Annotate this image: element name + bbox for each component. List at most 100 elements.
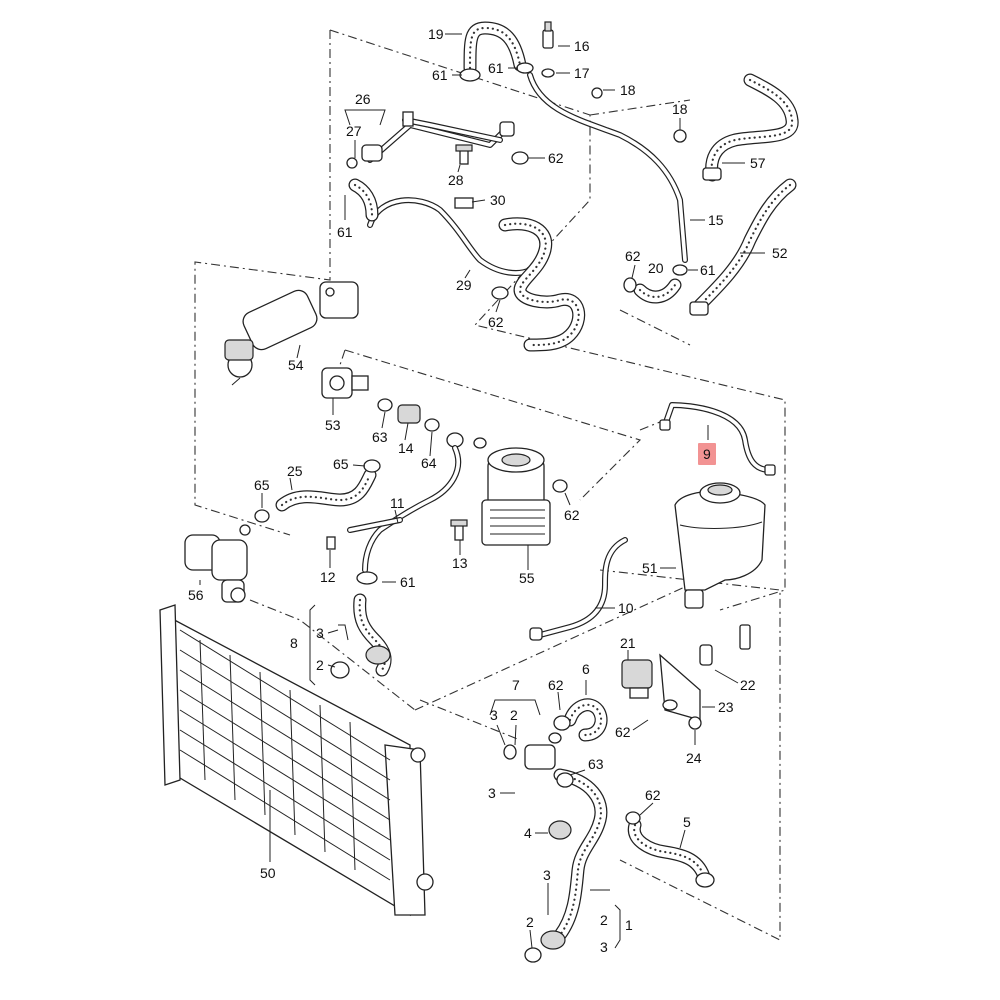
callout-52: 52: [772, 245, 788, 261]
clamp-62-oil-cooler: [552, 479, 568, 493]
callout-62: 62: [488, 314, 504, 330]
expansion-tank-51: [674, 482, 766, 609]
oil-filter-cooler-55: [481, 447, 551, 546]
o-ring-17: [541, 68, 555, 78]
bolt-13: [450, 519, 468, 541]
callout-4: 4: [524, 825, 532, 841]
sensor-21: [621, 659, 653, 699]
clamp-61-top-right: [516, 62, 534, 74]
pipe-10: [529, 537, 628, 641]
clamp-4: [548, 820, 572, 840]
callout-29: 29: [456, 277, 472, 293]
callout-22: 22: [740, 677, 756, 693]
callout-55: 55: [519, 570, 535, 586]
callout-28: 28: [448, 172, 464, 188]
callout-20: 20: [648, 260, 664, 276]
callout-16: 16: [574, 38, 590, 54]
callout-14: 14: [398, 440, 414, 456]
hose-9: [659, 402, 776, 476]
hose-25: [275, 459, 381, 512]
callout-50: 50: [260, 865, 276, 881]
callout-62: 62: [564, 507, 580, 523]
hose-19: [463, 21, 527, 75]
connector-14: [397, 404, 421, 424]
callout-9: 9: [703, 446, 711, 462]
callout-15: 15: [708, 212, 724, 228]
callout-63: 63: [372, 429, 388, 445]
hose-6: [553, 698, 608, 742]
callout-3: 3: [488, 785, 496, 801]
callout-3: 3: [600, 939, 608, 955]
pipe-assembly-26: [361, 111, 515, 163]
hose-20: [623, 264, 688, 304]
callout-62: 62: [548, 677, 564, 693]
callout-62: 62: [615, 724, 631, 740]
callout-27: 27: [346, 123, 362, 139]
pipe-11: [347, 445, 462, 585]
callout-2: 2: [600, 912, 608, 928]
callout-3: 3: [316, 625, 324, 641]
callout-61: 61: [488, 60, 504, 76]
bracket-23: [659, 653, 701, 721]
clamp-63-upper: [377, 398, 393, 412]
nut-24: [688, 716, 702, 730]
seal-27: [346, 157, 358, 169]
hose-center: [491, 217, 586, 352]
callout-1: 1: [625, 917, 633, 933]
callout-63: 63: [588, 756, 604, 772]
callout-2: 2: [526, 914, 534, 930]
callout-56: 56: [188, 587, 204, 603]
bolt-28: [455, 144, 473, 165]
callout-54: 54: [288, 357, 304, 373]
callout-62: 62: [645, 787, 661, 803]
callout-5: 5: [683, 814, 691, 830]
callout-7: 7: [512, 677, 520, 693]
callout-12: 12: [320, 569, 336, 585]
callout-19: 19: [428, 26, 444, 42]
radiator-50: [159, 604, 434, 917]
hose-29: [348, 178, 533, 276]
callout-17: 17: [574, 65, 590, 81]
callout-6: 6: [582, 661, 590, 677]
callout-64: 64: [421, 455, 437, 471]
hose-1: [524, 768, 608, 963]
callout-18: 18: [672, 101, 688, 117]
egr-cooler-54: [224, 281, 359, 386]
callout-61: 61: [337, 224, 353, 240]
bolt-12: [326, 536, 336, 550]
callout-26: 26: [355, 91, 371, 107]
callout-labels: 19 16 61 61 17 18 18 26 27 62 57 28 30 1…: [188, 26, 788, 955]
hose-8: [330, 593, 392, 679]
clamp-61-top-left: [459, 68, 481, 82]
hose-57-upper: [702, 73, 799, 182]
callout-8: 8: [290, 635, 298, 651]
callout-61: 61: [700, 262, 716, 278]
callout-3: 3: [490, 707, 498, 723]
coolant-pipe-15: [527, 72, 688, 263]
callout-13: 13: [452, 555, 468, 571]
callout-10: 10: [618, 600, 634, 616]
housing-56: [184, 509, 270, 603]
bolt-22: [699, 624, 751, 666]
callout-65: 65: [333, 456, 349, 472]
callout-61: 61: [432, 67, 448, 83]
leader-lines: [199, 33, 765, 949]
callout-65: 65: [254, 477, 270, 493]
callout-2: 2: [316, 657, 324, 673]
callout-2: 2: [510, 707, 518, 723]
hose-5: [625, 811, 715, 888]
callout-18: 18: [620, 82, 636, 98]
callout-3: 3: [543, 867, 551, 883]
callout-57: 57: [750, 155, 766, 171]
bleeder-screw-16: [542, 21, 554, 49]
callout-24: 24: [686, 750, 702, 766]
callout-30: 30: [490, 192, 506, 208]
highlight-marker-9: [698, 443, 716, 465]
clamp-62-upper: [511, 151, 529, 165]
clip-30: [454, 197, 474, 209]
callout-53: 53: [325, 417, 341, 433]
callout-51: 51: [642, 560, 658, 576]
callout-11: 11: [390, 495, 405, 511]
clamp-64: [424, 418, 487, 449]
